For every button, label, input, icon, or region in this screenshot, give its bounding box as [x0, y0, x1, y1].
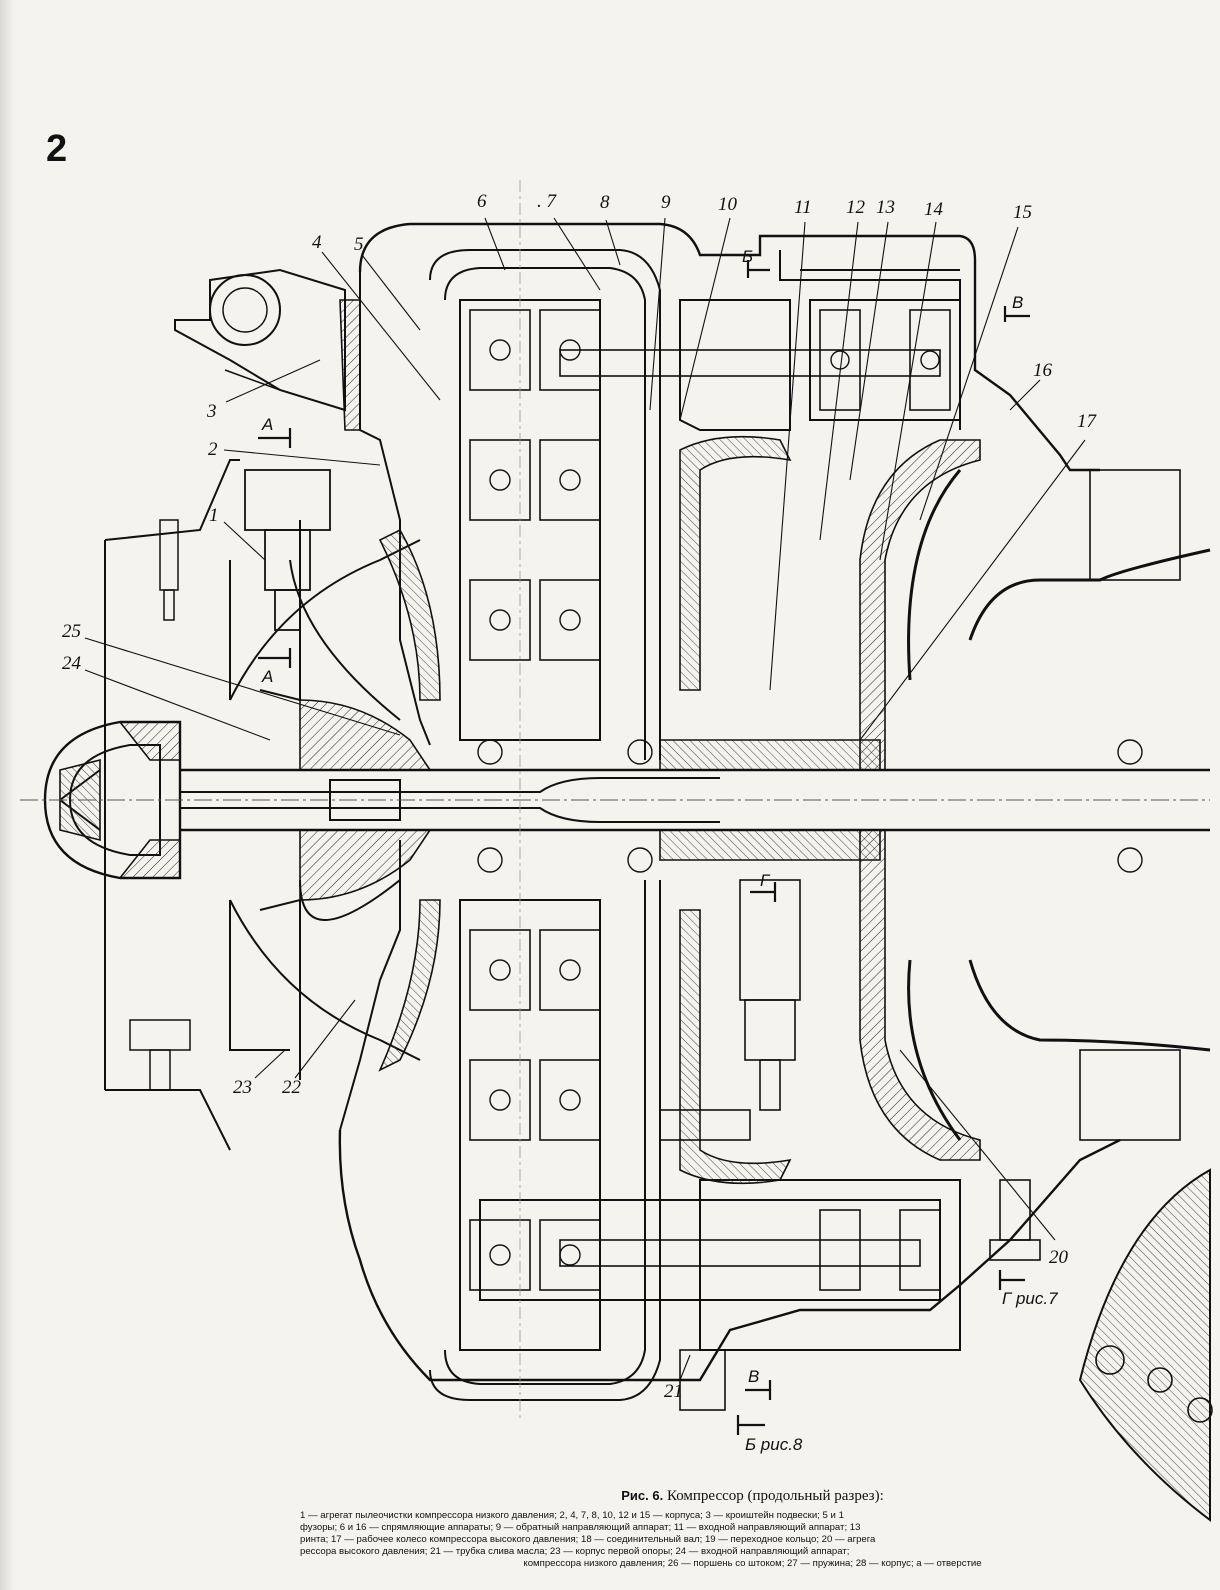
callout-23: 23: [233, 1077, 252, 1098]
page-number: 2: [46, 128, 68, 170]
callout-13: 13: [876, 197, 895, 218]
callout-24: 24: [62, 653, 81, 674]
callout-4: 4: [312, 232, 322, 253]
caption-line: 1 — агрегат пылеочистки компрессора низк…: [300, 1510, 844, 1521]
callout-25: 25: [62, 621, 81, 642]
section-mark-b-ref: Б рис.8: [745, 1435, 803, 1454]
callout-6: 6: [477, 191, 487, 212]
caption-title: Рис. 6. Компрессор (продольный разрез):: [300, 1488, 1205, 1505]
section-mark-b-top: Б: [742, 247, 754, 266]
callout-22: 22: [282, 1077, 301, 1098]
figure-caption: Рис. 6. Компрессор (продольный разрез): …: [300, 1488, 1205, 1570]
callout-5: 5: [354, 234, 364, 255]
caption-line: фузоры; 6 и 16 — спрямляющие аппараты; 9…: [300, 1522, 861, 1533]
page-edge-shadow: [0, 0, 14, 1590]
callout-10: 10: [718, 194, 737, 215]
callout-8: 8: [600, 192, 610, 213]
callout-17: 17: [1077, 411, 1096, 432]
callout-12: 12: [846, 197, 865, 218]
section-mark-v-middle: Г: [760, 871, 770, 890]
callout-16: 16: [1033, 360, 1052, 381]
callout-3: 3: [207, 401, 217, 422]
caption-line: компрессора низкого давления; 26 — порше…: [523, 1558, 982, 1569]
callout-14: 14: [924, 199, 943, 220]
callout-2: 2: [208, 439, 218, 460]
callout-20: 20: [1049, 1247, 1068, 1268]
section-mark-a-bottom: А: [262, 667, 274, 686]
section-mark-a-top: А: [262, 415, 274, 434]
caption-figure-number: Рис. 6.: [621, 1488, 664, 1503]
caption-figure-title: Компрессор (продольный разрез):: [666, 1488, 884, 1504]
section-mark-g-ref: Г рис.7: [1002, 1289, 1058, 1308]
callout-21: 21: [664, 1381, 683, 1402]
callout-11: 11: [794, 197, 812, 218]
section-mark-v-bottom: В: [748, 1367, 760, 1386]
caption-line: ринта; 17 — рабочее колесо компрессора в…: [300, 1534, 876, 1545]
callout-9: 9: [661, 192, 671, 213]
caption-line: рессора высокого давления; 21 — трубка с…: [300, 1546, 850, 1557]
callout-1: 1: [209, 505, 219, 526]
caption-legend: 1 — агрегат пылеочистки компрессора низк…: [300, 1510, 1205, 1570]
callout-15: 15: [1013, 202, 1032, 223]
callout-7: . 7: [537, 191, 556, 212]
section-mark-g-top: В: [1012, 293, 1024, 312]
